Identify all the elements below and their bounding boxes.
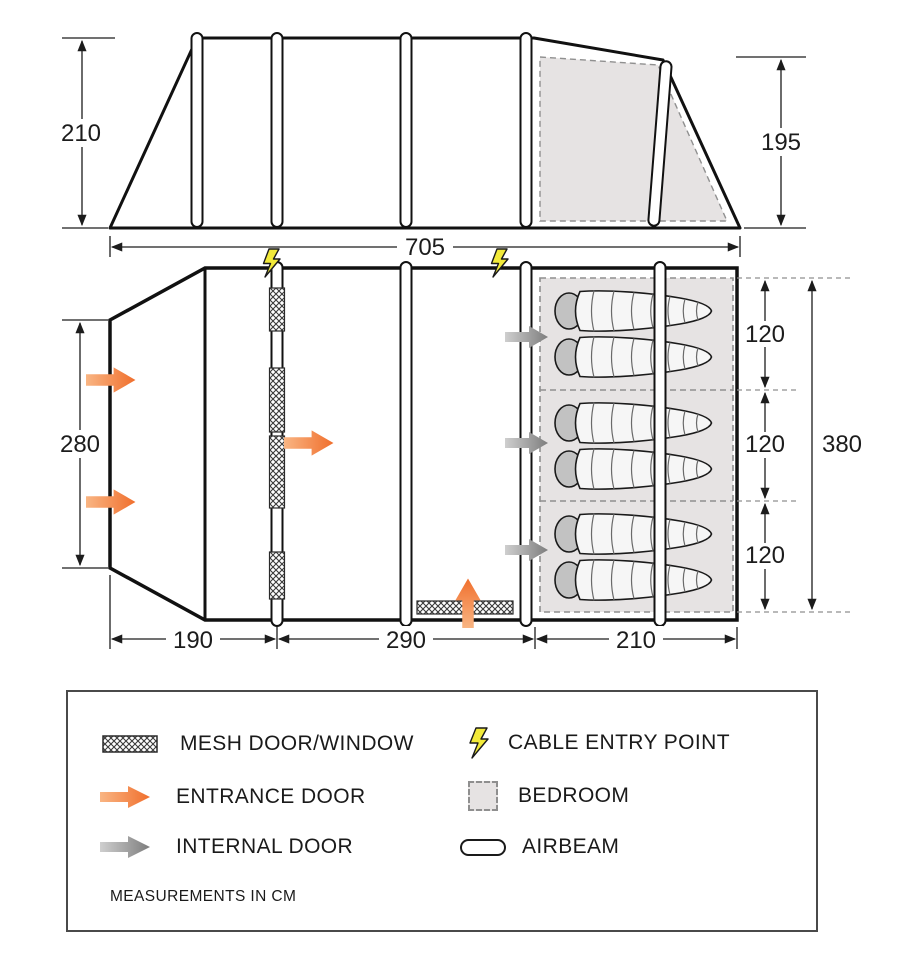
dim-bedroom-sections: 120 120 120 380	[737, 277, 868, 613]
airbeams-side	[190, 32, 673, 228]
legend-label: INTERNAL DOOR	[176, 835, 354, 858]
mesh-window-icon	[268, 367, 286, 433]
internal-door-arrow-icon	[100, 836, 150, 858]
airbeam-icon	[460, 838, 506, 856]
airbeam-icon	[519, 32, 533, 228]
bedroom-area-plan	[539, 277, 734, 613]
dim-height-right: 195	[736, 56, 808, 229]
dim-label-120-c: 120	[745, 542, 785, 569]
airbeams-plan	[270, 261, 667, 627]
legend-label: AIRBEAM	[522, 835, 620, 858]
dim-height-left: 210	[54, 37, 115, 229]
legend-label: CABLE ENTRY POINT	[508, 731, 730, 754]
legend-item-entrance: ENTRANCE DOOR	[100, 784, 366, 810]
cable-entry-icon	[469, 727, 489, 759]
legend-item-mesh: MESH DOOR/WINDOW	[102, 730, 414, 758]
floor-plan-view: 280 190 290 210	[52, 248, 868, 654]
mesh-window-icon	[102, 735, 158, 753]
dim-bottom-widths: 190 290 210	[109, 575, 738, 654]
mesh-window-icon	[268, 287, 286, 332]
airbeam-icon	[399, 32, 413, 228]
dim-label-210: 210	[61, 120, 101, 147]
mesh-panels	[268, 287, 514, 615]
entrance-door-arrow-icon	[100, 786, 150, 808]
dim-label-120-b: 120	[745, 431, 785, 458]
legend-item-bedroom: BEDROOM	[468, 780, 629, 812]
dim-label-380: 380	[822, 431, 862, 458]
legend-label: ENTRANCE DOOR	[176, 785, 366, 808]
airbeam-icon	[270, 32, 284, 228]
dim-label-120-a: 120	[745, 321, 785, 348]
tent-diagram: 210 195 705	[52, 32, 868, 654]
legend-label: MESH DOOR/WINDOW	[180, 732, 414, 755]
airbeam-icon	[399, 261, 413, 627]
dim-label-195: 195	[761, 129, 801, 156]
legend-item-internal: INTERNAL DOOR	[100, 834, 353, 860]
mesh-window-icon	[268, 435, 286, 509]
legend-label: BEDROOM	[518, 784, 630, 807]
dim-depth: 280	[52, 319, 108, 569]
legend-item-airbeam: AIRBEAM	[460, 835, 620, 858]
measurements-note: MEASUREMENTS IN CM	[110, 888, 297, 905]
airbeam-icon	[653, 261, 667, 627]
airbeam-icon	[647, 60, 673, 227]
bedroom-swatch-icon	[468, 781, 498, 811]
dim-label-280: 280	[60, 431, 100, 458]
mesh-window-icon	[268, 551, 286, 600]
dim-label-705: 705	[405, 234, 445, 261]
dim-total-width: 705	[109, 233, 741, 261]
dim-label-210-plan: 210	[616, 627, 656, 654]
side-elevation-view: 210 195 705	[54, 32, 808, 261]
legend-item-cable: CABLE ENTRY POINT	[468, 726, 730, 760]
bedroom-area-side	[539, 56, 729, 222]
dim-label-290: 290	[386, 627, 426, 654]
airbeam-icon	[190, 32, 204, 228]
dim-label-190: 190	[173, 627, 213, 654]
legend: MESH DOOR/WINDOW CABLE ENTRY POINT ENTRA…	[66, 690, 818, 932]
